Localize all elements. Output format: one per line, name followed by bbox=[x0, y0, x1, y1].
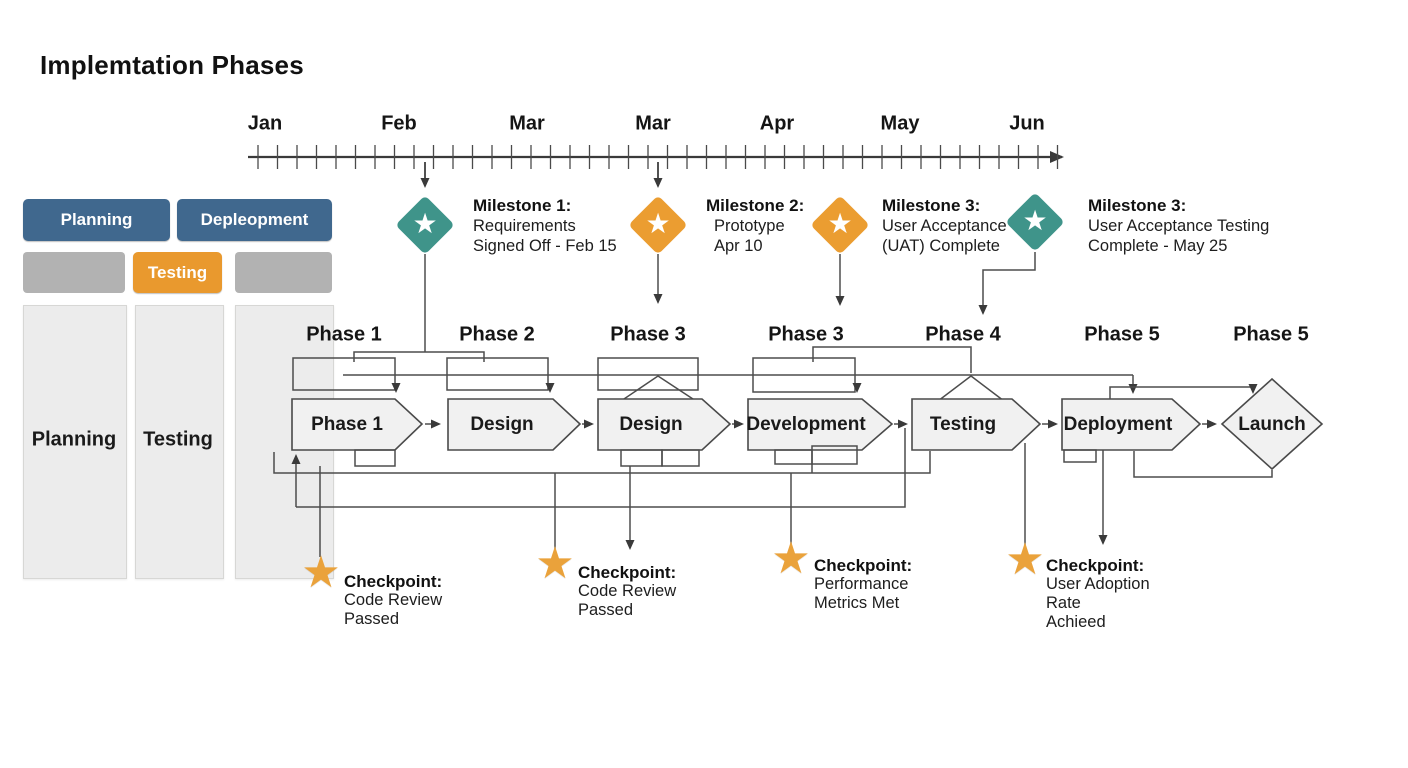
sub-rect-development-b bbox=[811, 445, 858, 465]
bracket-phase1-2 bbox=[353, 351, 485, 362]
milestone-2-title: Milestone 2: bbox=[706, 196, 805, 215]
month-label-jun: Jun bbox=[1009, 112, 1045, 135]
milestone-3-star-icon: ★ bbox=[827, 208, 853, 239]
checkpoint-3-body: Performance Metrics Met bbox=[814, 575, 909, 612]
milestone-3-label: Milestone 3: User Acceptance (UAT) Compl… bbox=[882, 196, 1007, 256]
sub-rect-design2a bbox=[620, 449, 663, 467]
milestone-4-title: Milestone 3: bbox=[1088, 196, 1187, 215]
checkpoint-1-title: Checkpoint: bbox=[344, 572, 443, 591]
timeline-ticks bbox=[257, 145, 1059, 169]
launch-feedback-elbow bbox=[1133, 451, 1273, 478]
legend-planning-label: Planning bbox=[60, 210, 133, 229]
flow-step-design2-label: Design bbox=[619, 414, 683, 435]
milestone-2-body: Prototype Apr 10 bbox=[714, 217, 785, 255]
checkpoint-4-body: User Adoption Rate Achieed bbox=[1046, 575, 1150, 631]
bracket-rect-4 bbox=[752, 357, 856, 393]
month-label-apr: Apr bbox=[759, 112, 795, 135]
flow-step-testing-label: Testing bbox=[929, 414, 997, 435]
sub-rect-development-a bbox=[774, 449, 813, 465]
phase-label-2: Phase 2 bbox=[459, 323, 535, 346]
milestone-4-label: Milestone 3: User Acceptance Testing Com… bbox=[1088, 196, 1269, 256]
milestone-3-body: User Acceptance (UAT) Complete bbox=[882, 217, 1007, 255]
milestone-2-star-icon: ★ bbox=[645, 208, 671, 239]
phase-label-7: Phase 5 bbox=[1233, 323, 1309, 346]
legend-box-gray-right bbox=[235, 252, 332, 293]
phase-label-3: Phase 3 bbox=[610, 323, 686, 346]
roof-design2 bbox=[620, 375, 697, 402]
checkpoint-4-star-icon: ★ bbox=[1005, 535, 1045, 584]
checkpoint-3-star-icon: ★ bbox=[771, 534, 811, 583]
milestone-1-title: Milestone 1: bbox=[473, 196, 572, 215]
milestone-4-body: User Acceptance Testing Complete - May 2… bbox=[1088, 217, 1270, 255]
milestone-axis-connectors bbox=[420, 162, 663, 188]
lane-testing bbox=[135, 305, 224, 579]
milestone-4-star-icon: ★ bbox=[1022, 205, 1048, 236]
sub-rect-phase1 bbox=[354, 449, 396, 467]
month-label-feb: Feb bbox=[381, 112, 417, 135]
flow-step-design1-label: Design bbox=[470, 414, 534, 435]
flow-step-phase1-label: Phase 1 bbox=[311, 414, 383, 435]
legend-depleopment-label: Depleopment bbox=[200, 210, 309, 229]
checkpoint-2-label: Checkpoint: Code Review Passed bbox=[578, 563, 676, 620]
phase-label-4: Phase 3 bbox=[768, 323, 844, 346]
bracket-rect-2 bbox=[446, 357, 549, 391]
checkpoint-3-title: Checkpoint: bbox=[814, 556, 913, 575]
legend-button-testing: Testing bbox=[133, 252, 222, 293]
milestone-1-label: Milestone 1: Requirements Signed Off - F… bbox=[473, 196, 617, 256]
checkpoint-2-body: Code Review Passed bbox=[578, 582, 677, 619]
bracket-rect-3 bbox=[597, 357, 699, 391]
phase-label-1: Phase 1 bbox=[306, 323, 382, 346]
feedback-line-1 bbox=[273, 451, 931, 474]
checkpoint-2-star-icon: ★ bbox=[535, 539, 575, 588]
checkpoint-4-title: Checkpoint: bbox=[1046, 556, 1145, 575]
page-title: Implemtation Phases bbox=[40, 50, 304, 80]
legend-box-gray-left bbox=[23, 252, 125, 293]
checkpoint-4-label: Checkpoint: User Adoption Rate Achieed bbox=[1046, 556, 1150, 632]
checkpoint-1-label: Checkpoint: Code Review Passed bbox=[344, 572, 442, 629]
phase-label-5: Phase 4 bbox=[925, 323, 1001, 346]
month-label-may: May bbox=[880, 112, 920, 135]
checkpoint-1-star-icon: ★ bbox=[301, 548, 341, 597]
lane-testing-label: Testing bbox=[143, 428, 213, 451]
legend-testing-label: Testing bbox=[147, 262, 208, 282]
flow-step-development-label: Development bbox=[746, 414, 866, 435]
sub-rect-design2b bbox=[661, 449, 700, 467]
lane-planning-label: Planning bbox=[31, 428, 117, 451]
flow-step-deployment-label: Deployment bbox=[1063, 414, 1173, 435]
roof-testing bbox=[937, 375, 1005, 402]
milestone-2-label: Milestone 2: Prototype Apr 10 bbox=[706, 196, 804, 256]
milestone-1-star-icon: ★ bbox=[412, 208, 438, 239]
arrow-into-launch-top bbox=[1109, 384, 1258, 399]
month-label-mar1: Mar bbox=[509, 112, 545, 135]
feedback-line-2 bbox=[296, 428, 906, 508]
phase-label-6: Phase 5 bbox=[1084, 323, 1160, 346]
legend-button-planning: Planning bbox=[23, 199, 170, 241]
bracket-phase3-4 bbox=[812, 346, 972, 373]
checkpoint-1-body: Code Review Passed bbox=[344, 591, 443, 628]
flow-step-launch-label: Launch bbox=[1238, 414, 1306, 435]
sub-rect-deployment bbox=[1063, 449, 1097, 463]
checkpoint-2-title: Checkpoint: bbox=[578, 563, 677, 582]
milestone-1-body: Requirements Signed Off - Feb 15 bbox=[473, 217, 617, 255]
month-label-jan: Jan bbox=[247, 112, 283, 135]
milestone-3-title: Milestone 3: bbox=[882, 196, 981, 215]
lane-planning bbox=[23, 305, 127, 579]
legend-button-depleopment: Depleopment bbox=[177, 199, 332, 241]
connector-m4-elbow bbox=[978, 252, 1036, 315]
checkpoint-3-label: Checkpoint: Performance Metrics Met bbox=[814, 556, 912, 613]
month-label-mar2: Mar bbox=[635, 112, 671, 135]
